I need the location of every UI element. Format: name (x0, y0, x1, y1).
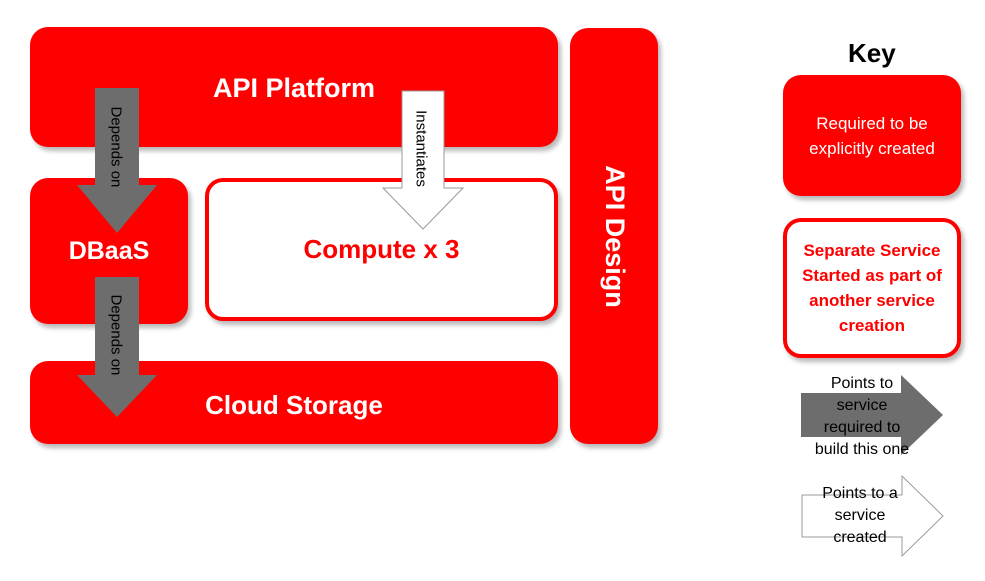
api-platform-label: API Platform (212, 73, 376, 103)
dbaas-label: DBaaS (68, 236, 150, 265)
key-required-label: Required to be explicitly created (809, 113, 935, 158)
key-title: Key (848, 38, 896, 68)
api-design-label: API Design (599, 164, 630, 308)
compute-label: Compute x 3 (303, 234, 460, 264)
key-separate-box: Separate Service Started as part of anot… (783, 218, 961, 358)
key-white-arrow (801, 475, 944, 557)
depends-on-arrow-top (77, 88, 157, 233)
depends-on-arrow-bottom (77, 277, 157, 417)
depends-on-label-bottom: Depends on (107, 294, 125, 376)
key-grey-arrow-label: Points to service required to build this… (814, 375, 910, 458)
key-grey-arrow (801, 375, 943, 455)
key-white-arrow-label: Points to a service created (822, 485, 898, 546)
api-design-box: API Design (570, 28, 658, 444)
compute-box: Compute x 3 (205, 178, 558, 321)
instantiates-label: Instantiates (412, 110, 430, 187)
key-required-box: Required to be explicitly created (783, 75, 961, 196)
instantiates-arrow (382, 90, 464, 230)
key-separate-label: Separate Service Started as part of anot… (802, 241, 942, 335)
depends-on-label-top: Depends on (107, 106, 125, 188)
cloud-storage-label: Cloud Storage (205, 390, 383, 420)
